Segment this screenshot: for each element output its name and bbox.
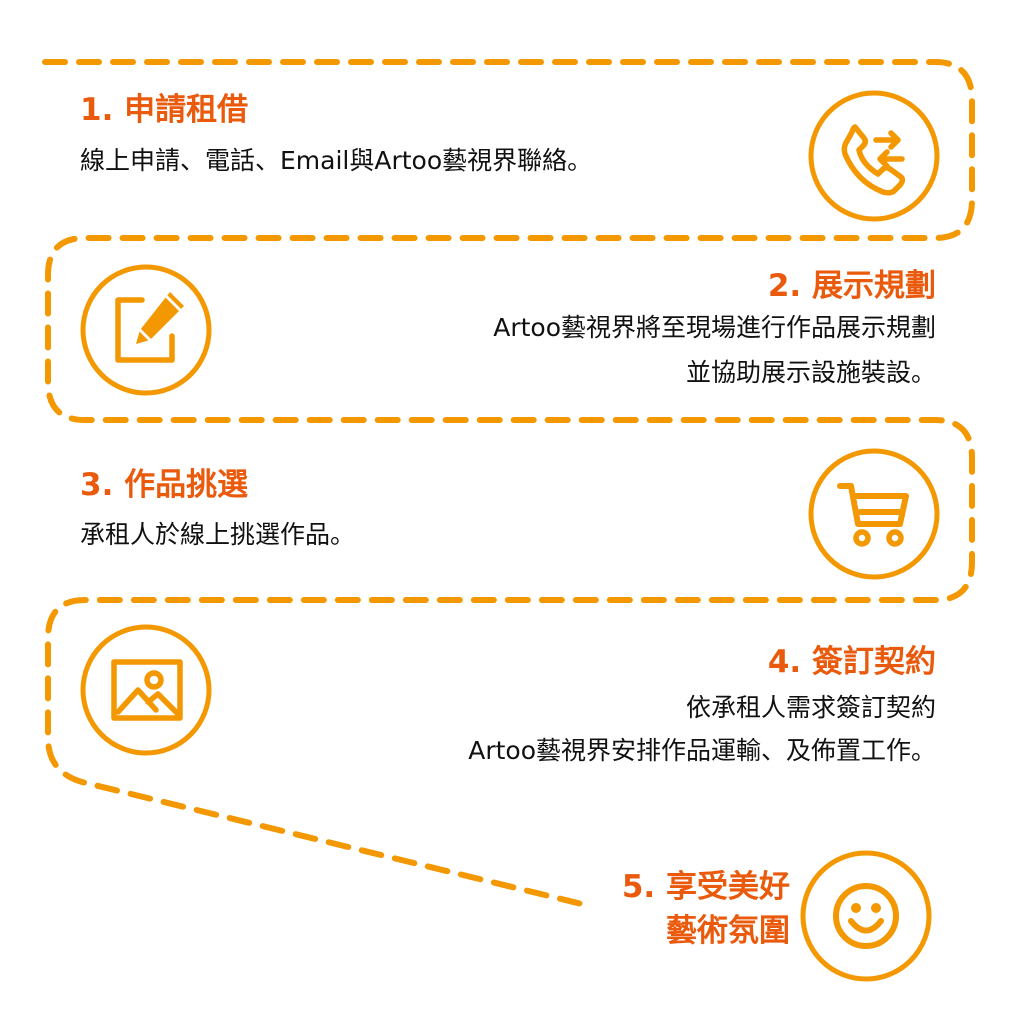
step-2-description-line-1: Artoo藝視界將至現場進行作品展示規劃 [493, 313, 936, 342]
step-4-title: 4. 簽訂契約 [767, 644, 936, 680]
smile-icon [800, 850, 932, 982]
step-4-description-line-1: 依承租人需求簽訂契約 [685, 693, 936, 722]
step-1-title: 1. 申請租借 [80, 92, 249, 128]
step-2-title: 2. 展示規劃 [767, 268, 936, 304]
step-3-title: 3. 作品挑選 [80, 467, 249, 503]
image-icon [80, 624, 212, 756]
step-2-description-line-2: 並協助展示設施裝設。 [685, 358, 936, 387]
step-3-description: 承租人於線上挑選作品。 [80, 520, 356, 549]
step-4-description-line-2: Artoo藝視界安排作品運輸、及佈置工作。 [468, 736, 936, 765]
edit-icon [80, 264, 212, 396]
step-5-title-line-2: 藝術氛圍 [666, 913, 790, 949]
step-5-title-line-1: 5. 享受美好 [621, 869, 790, 905]
cart-icon [808, 448, 940, 580]
step-1-description: 線上申請、電話、Email與Artoo藝視界聯絡。 [80, 146, 593, 175]
phone-icon [808, 90, 940, 222]
